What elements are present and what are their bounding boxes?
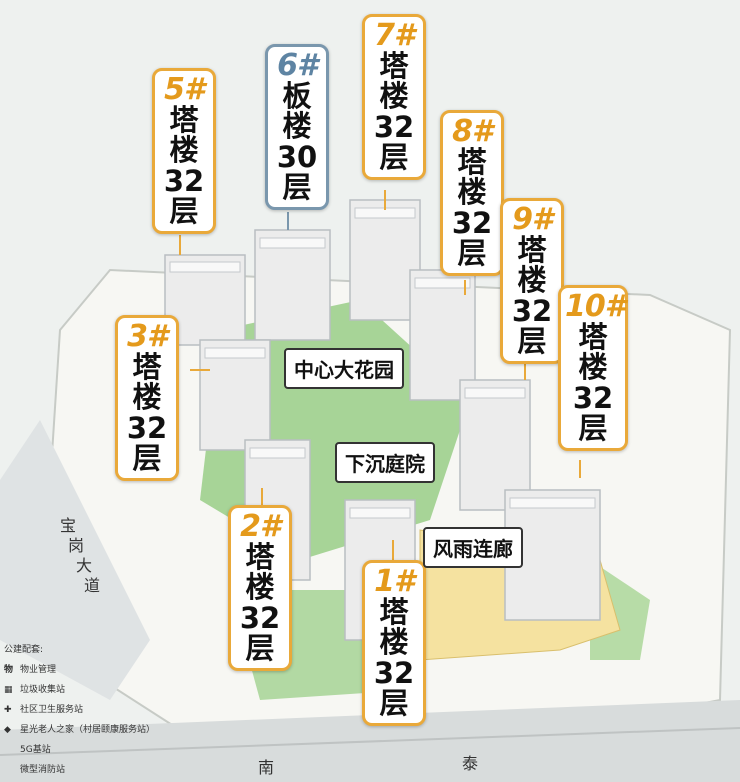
building-floors: 30层	[276, 139, 318, 204]
road-char: 岗	[68, 536, 85, 555]
building-floors: 32层	[373, 109, 415, 174]
building-number: 6#	[277, 48, 318, 83]
legend-item: ✚ 社区卫生服务站	[4, 700, 155, 720]
sunken-courtyard-label: 下沉庭院	[335, 442, 435, 483]
facilities-legend: 公建配套: 物物业管理 ▦ 垃圾收集站 ✚ 社区卫生服务站 ◆ 星光老人之家（村居颐康…	[4, 640, 155, 780]
building-floors: 32层	[163, 163, 205, 228]
building-type: 塔楼	[245, 540, 275, 605]
building-type: 板楼	[282, 79, 312, 144]
building-tag-5: 5# 塔楼 32层	[152, 68, 216, 234]
building-floors: 32层	[572, 380, 614, 445]
building-number: 1#	[374, 564, 415, 599]
building-tag-8: 8# 塔楼 32层	[440, 110, 504, 276]
building-number: 5#	[164, 72, 205, 107]
building-floors: 32层	[373, 655, 415, 720]
building-number: 3#	[127, 319, 168, 354]
building-type: 塔楼	[517, 233, 547, 298]
building-number: 8#	[452, 114, 493, 149]
west-road	[0, 420, 150, 700]
building-tag-1: 1# 塔楼 32层	[362, 560, 426, 726]
building-tag-6: 6# 板楼 30层	[265, 44, 329, 210]
legend-item: 微型消防站	[4, 760, 155, 780]
elderly-center-icon: ◆	[4, 725, 11, 735]
property-management-icon: 物	[4, 665, 14, 675]
legend-label: 社区卫生服务站	[20, 705, 84, 715]
legend-label: 微型消防站	[20, 765, 66, 775]
central-garden-label: 中心大花园	[284, 348, 404, 389]
building-type: 塔楼	[578, 320, 608, 385]
building-tag-3: 3# 塔楼 32层	[115, 315, 179, 481]
legend-label: 物业管理	[20, 665, 57, 675]
road-char: 宝	[60, 516, 77, 535]
legend-item: 物物业管理	[4, 660, 155, 680]
legend-title: 公建配套:	[4, 645, 44, 655]
building-floors: 32层	[451, 205, 493, 270]
building-floors: 32层	[126, 410, 168, 475]
building-type: 塔楼	[169, 103, 199, 168]
building-tag-10: 10# 塔楼 32层	[558, 285, 628, 451]
garbage-station-icon: ▦	[4, 685, 13, 695]
building-floors: 32层	[511, 293, 553, 358]
legend-label: 垃圾收集站	[20, 685, 66, 695]
building-number: 10#	[565, 289, 626, 324]
building-type: 塔楼	[457, 145, 487, 210]
road-char: 大	[76, 556, 93, 575]
building-type: 塔楼	[132, 350, 162, 415]
legend-label: 5G基站	[20, 745, 51, 755]
building-floors: 32层	[239, 600, 281, 665]
building-number: 7#	[374, 18, 415, 53]
legend-item: ▦ 垃圾收集站	[4, 680, 155, 700]
road-char: 道	[84, 576, 101, 595]
building-tag-2: 2# 塔楼 32层	[228, 505, 292, 671]
building-tag-7: 7# 塔楼 32层	[362, 14, 426, 180]
covered-corridor-label: 风雨连廊	[423, 527, 523, 568]
building-type: 塔楼	[379, 595, 409, 660]
building-tag-9: 9# 塔楼 32层	[500, 198, 564, 364]
building-type: 塔楼	[379, 49, 409, 114]
legend-item: ◆ 星光老人之家（村居颐康服务站）	[4, 720, 155, 740]
road-char: 南	[258, 758, 275, 777]
building-number: 2#	[240, 509, 281, 544]
building-number: 9#	[512, 202, 553, 237]
legend-item: 5G基站	[4, 740, 155, 760]
health-station-icon: ✚	[4, 705, 12, 715]
legend-label: 星光老人之家（村居颐康服务站）	[20, 725, 156, 735]
road-char: 泰	[462, 754, 479, 773]
